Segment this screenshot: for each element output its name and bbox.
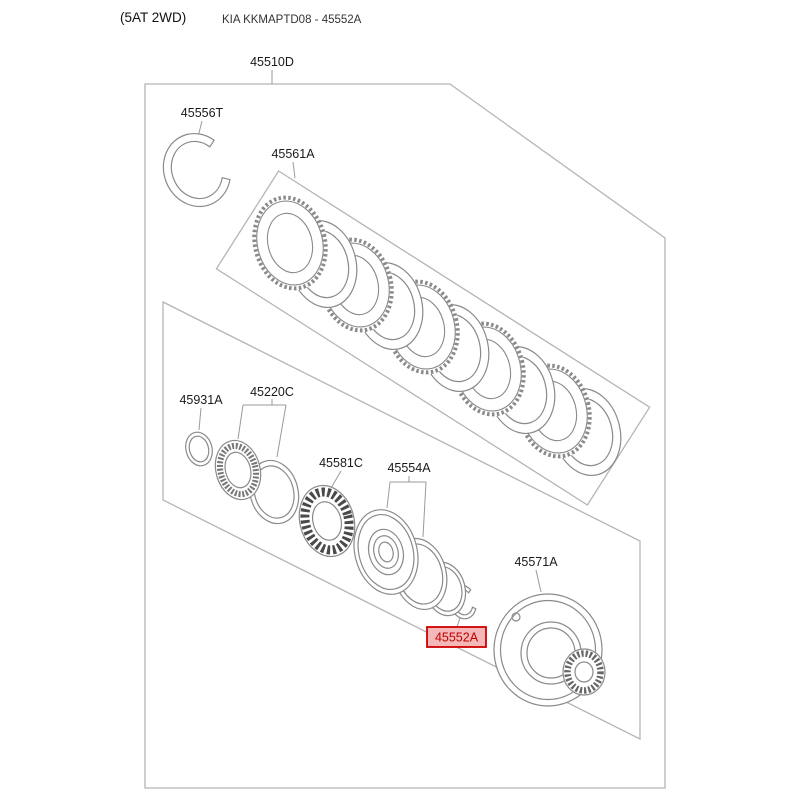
drum-hub-splines [564, 650, 604, 694]
piston-hub2 [373, 535, 399, 569]
drum-bolt-hole [511, 612, 521, 622]
assembly-boundary-box [144, 83, 666, 789]
snap-ring-45556T-drawing [162, 133, 231, 208]
leader-45571A [535, 569, 542, 593]
part-label-45556T[interactable]: 45556T [181, 106, 224, 120]
part-label-45561A[interactable]: 45561A [271, 147, 315, 161]
bearing-inner [224, 451, 252, 489]
clutch-retainer-drawing [493, 593, 606, 707]
clutch-pack-box [215, 170, 651, 506]
piston-bore [378, 541, 394, 563]
race-outer [248, 459, 300, 525]
race-inner [253, 465, 295, 519]
drum-hub-bore [574, 661, 594, 683]
part-label-45931A[interactable]: 45931A [179, 393, 223, 407]
bearing-race-drawing [248, 459, 300, 525]
piston-drawing [353, 509, 419, 595]
piston-outer [353, 509, 419, 595]
bracket-45220C [237, 399, 287, 458]
one-way-clutch-drawing [298, 484, 356, 558]
selected-part-badge[interactable]: 45552A [426, 626, 487, 648]
snap-ring-large-shape [162, 133, 231, 208]
owc-inner [311, 501, 343, 541]
washer-outer [185, 431, 213, 467]
thrust-bearing-drawing [214, 439, 262, 501]
piston-face [357, 514, 415, 590]
variant-label: (5AT 2WD) [120, 10, 186, 25]
catalog-code-label: KIA KKMAPTD08 - 45552A [222, 14, 362, 26]
part-label-45571A[interactable]: 45571A [514, 555, 558, 569]
bracket-45554A [386, 476, 427, 538]
piston-hub1 [367, 528, 405, 576]
bearing-rollers [216, 442, 260, 498]
part-label-45552A[interactable]: 45552A [435, 631, 479, 645]
leader-45561A [292, 161, 296, 179]
leader-45581C [330, 470, 342, 489]
hub-group-box [162, 300, 641, 741]
selected-part-badge-box[interactable] [426, 626, 487, 648]
part-label-45554A[interactable]: 45554A [387, 461, 431, 475]
part-label-45220C[interactable]: 45220C [250, 385, 294, 399]
drum-flange [499, 599, 597, 701]
leader-45931A [198, 407, 202, 431]
part-label-45581C[interactable]: 45581C [319, 456, 363, 470]
washer-inner [188, 435, 210, 463]
part-label-45510D[interactable]: 45510D [250, 55, 294, 69]
hub-group-drawing [185, 431, 477, 620]
thrust-washer-drawing [185, 431, 213, 467]
